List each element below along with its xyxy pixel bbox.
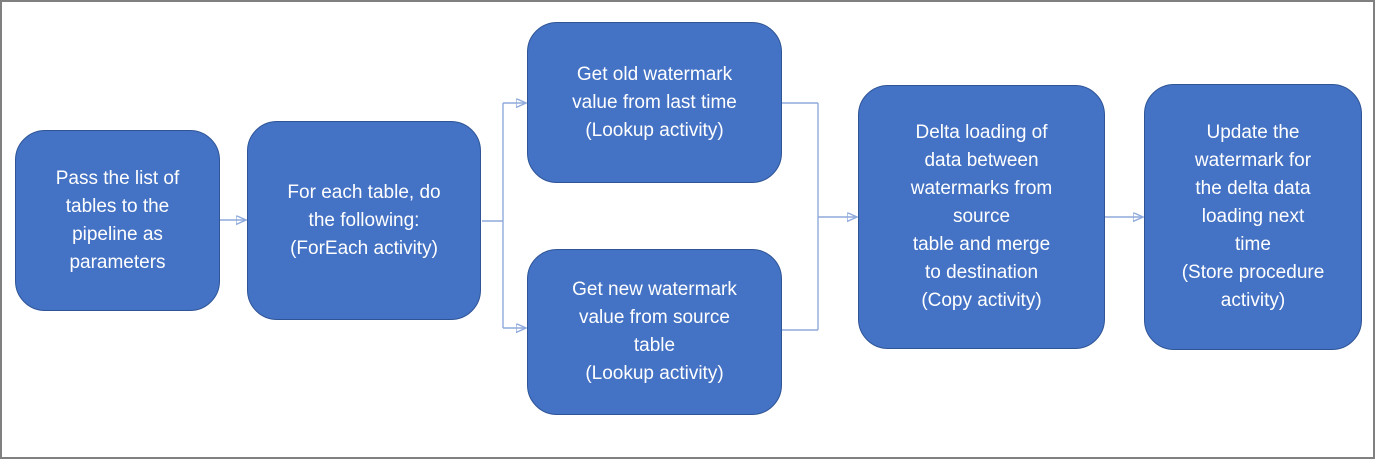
flow-node-pass-list: Pass the list of tables to the pipeline … [15, 130, 220, 311]
flow-node-get-old-watermark: Get old watermark value from last time (… [527, 22, 782, 183]
flow-node-delta-loading-label: Delta loading of data between watermarks… [910, 122, 1053, 311]
flow-node-foreach-label: For each table, do the following: (ForEa… [287, 181, 441, 259]
flow-node-update-watermark: Update the watermark for the delta data … [1144, 84, 1362, 350]
flow-node-delta-loading: Delta loading of data between watermarks… [858, 85, 1105, 349]
flow-node-update-watermark-label: Update the watermark for the delta data … [1181, 122, 1325, 311]
flow-node-get-old-watermark-label: Get old watermark value from last time (… [572, 63, 737, 141]
flow-node-get-new-watermark-label: Get new watermark value from source tabl… [572, 279, 737, 384]
flow-node-get-new-watermark: Get new watermark value from source tabl… [527, 249, 782, 415]
flow-node-foreach: For each table, do the following: (ForEa… [247, 121, 481, 320]
flow-node-pass-list-label: Pass the list of tables to the pipeline … [55, 167, 180, 273]
